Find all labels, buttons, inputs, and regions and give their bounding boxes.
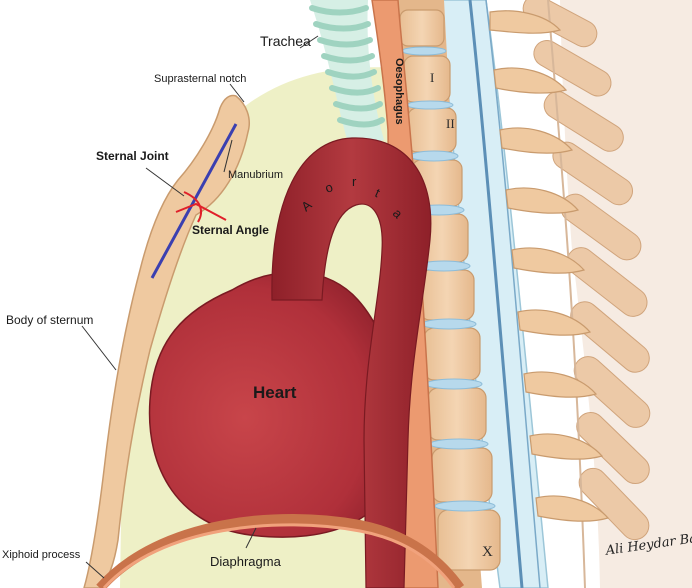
label-sternal-joint: Sternal Joint (96, 149, 169, 163)
vertebra-label-x: X (482, 544, 493, 560)
label-sternal-angle: Sternal Angle (192, 223, 269, 237)
label-oesophagus: Oesophagus (393, 58, 405, 125)
label-heart: Heart (253, 383, 297, 402)
label-xiphoid-process: Xiphoid process (2, 549, 81, 561)
vertebra-label-i: I (430, 70, 434, 85)
label-trachea: Trachea (260, 33, 311, 49)
label-body-of-sternum: Body of sternum (6, 313, 93, 327)
vertebra-x (438, 510, 500, 570)
vertebra-i (404, 56, 450, 102)
aorta-letter: r (352, 174, 357, 189)
label-manubrium: Manubrium (228, 169, 283, 181)
vertebra-label-ii: II (446, 116, 455, 131)
label-suprasternal-notch: Suprasternal notch (154, 73, 246, 85)
label-diaphragma: Diaphragma (210, 554, 282, 569)
